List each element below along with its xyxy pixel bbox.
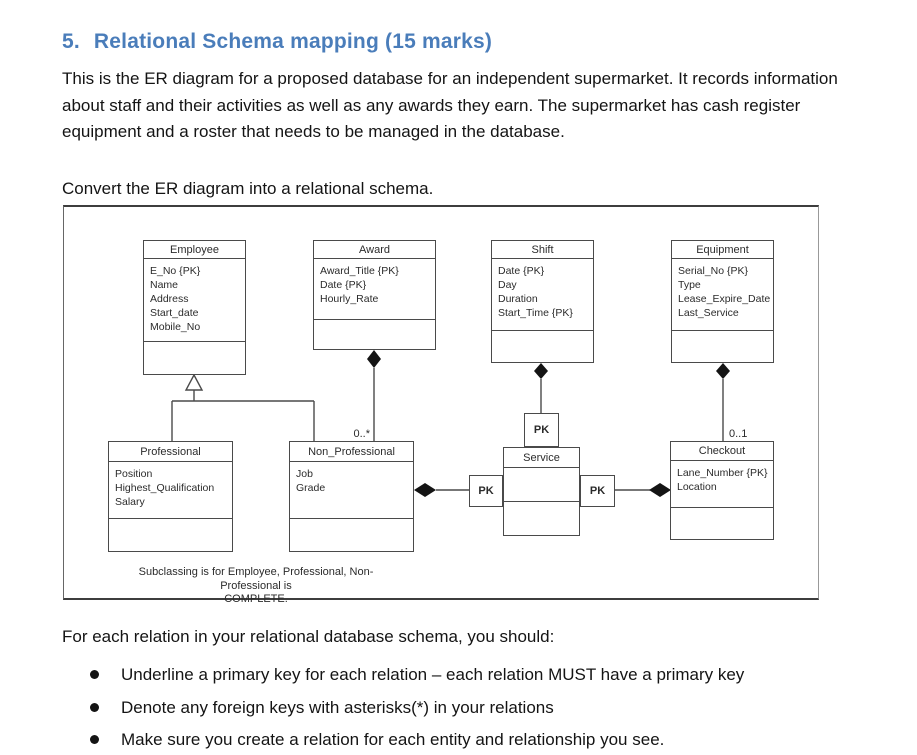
requirements-list: Underline a primary key for each relatio…	[90, 662, 870, 755]
attribute-line: Salary	[115, 496, 145, 508]
attribute-line: Duration	[498, 293, 538, 305]
entity-service: Service	[503, 447, 580, 536]
entity-employee-title: Employee	[144, 241, 245, 259]
attribute-line: Hourly_Rate	[320, 293, 379, 305]
attribute-line: Serial_No {PK}	[678, 265, 749, 277]
section-title: Relational Schema mapping (15 marks)	[93, 30, 493, 53]
attribute-line: Location	[677, 481, 717, 493]
entity-checkout-title: Checkout	[671, 442, 773, 461]
checkout-diamond-icon	[649, 483, 671, 497]
diagram-connectors: 0..* 0..1	[171, 350, 747, 497]
entity-award-attributes: Award_Title {PK} Date {PK} Hourly_Rate	[314, 259, 435, 319]
multiplicity-award: 0..*	[353, 428, 370, 440]
attribute-line: Position	[115, 468, 153, 480]
pk-box-right: PK	[580, 475, 615, 507]
diagram-caption-line2: COMPLETE.	[224, 593, 288, 605]
entity-service-title: Service	[504, 448, 579, 468]
entity-checkout-attributes: Lane_Number {PK} Location	[671, 461, 773, 507]
pk-box-left: PK	[469, 475, 503, 507]
subclass-triangle-icon	[184, 373, 204, 391]
attribute-line: Job	[296, 468, 313, 480]
list-item-text: Denote any foreign keys with asterisks(*…	[121, 697, 554, 717]
intro-paragraph: This is the ER diagram for a proposed da…	[62, 69, 838, 141]
list-item-text: Make sure you create a relation for each…	[121, 730, 665, 749]
attribute-line: Name	[150, 279, 179, 291]
entity-checkout-empty-section	[671, 507, 773, 538]
bullet-icon	[90, 702, 99, 712]
attribute-line: Lease_Expire_Date	[678, 293, 771, 305]
subclass-connector-line	[171, 390, 315, 443]
entity-shift-empty-section	[492, 330, 593, 362]
list-item-text: Underline a primary key for each relatio…	[121, 665, 745, 684]
entity-employee-empty-section	[144, 341, 245, 374]
entity-service-attributes	[504, 468, 579, 501]
attribute-line: Date {PK}	[320, 279, 367, 291]
attribute-line: Start_Time {PK}	[498, 307, 573, 319]
bullet-icon	[90, 735, 99, 744]
attribute-line: E_No {PK}	[150, 265, 201, 277]
entity-professional-empty-section	[109, 518, 232, 550]
attribute-line: Lane_Number {PK}	[677, 467, 768, 479]
list-item: Make sure you create a relation for each…	[90, 727, 870, 752]
diagram-caption-line1: Subclassing is for Employee, Professiona…	[138, 566, 374, 592]
list-item: Denote any foreign keys with asterisks(*…	[90, 695, 870, 720]
attribute-line: Award_Title {PK}	[320, 265, 399, 277]
entity-shift-title: Shift	[492, 241, 593, 259]
attribute-line: Mobile_No	[150, 321, 201, 333]
nonprofessional-diamond-icon	[414, 483, 436, 497]
bullet-icon	[90, 670, 99, 679]
section-heading: 5. Relational Schema mapping (15 marks)	[62, 30, 492, 54]
followup-paragraph: For each relation in your relational dat…	[62, 627, 555, 646]
entity-award-empty-section	[314, 319, 435, 349]
attribute-line: Highest_Qualification	[115, 482, 215, 494]
attribute-line: Last_Service	[678, 307, 739, 319]
list-item: Underline a primary key for each relatio…	[90, 662, 870, 687]
attribute-line: Grade	[296, 482, 326, 494]
attribute-line: Day	[498, 279, 517, 291]
multiplicity-checkout: 0..1	[729, 428, 747, 440]
equipment-diamond-icon	[716, 363, 730, 379]
instruction-paragraph: Convert the ER diagram into a relational…	[62, 179, 434, 198]
shift-diamond-icon	[534, 363, 548, 379]
entity-equipment-title: Equipment	[672, 241, 773, 259]
award-diamond-icon	[367, 350, 381, 368]
entity-checkout: Checkout Lane_Number {PK} Location	[670, 441, 774, 540]
attribute-line: Type	[678, 279, 701, 291]
entity-non-professional-title: Non_Professional	[290, 442, 413, 462]
entity-non-professional-empty-section	[290, 518, 413, 550]
attribute-line: Date {PK}	[498, 265, 545, 277]
entity-award: Award Award_Title {PK} Date {PK} Hourly_Ra…	[313, 240, 436, 350]
diagram-caption: Subclassing is for Employee, Professiona…	[116, 566, 396, 607]
attribute-line: Start_date	[150, 307, 199, 319]
section-number: 5.	[62, 30, 80, 53]
entity-equipment-empty-section	[672, 330, 773, 362]
entity-professional-title: Professional	[109, 442, 232, 462]
attribute-line: Address	[150, 293, 189, 305]
pk-box-top: PK	[524, 413, 559, 447]
entity-service-empty-section	[504, 501, 579, 534]
entity-award-title: Award	[314, 241, 435, 259]
